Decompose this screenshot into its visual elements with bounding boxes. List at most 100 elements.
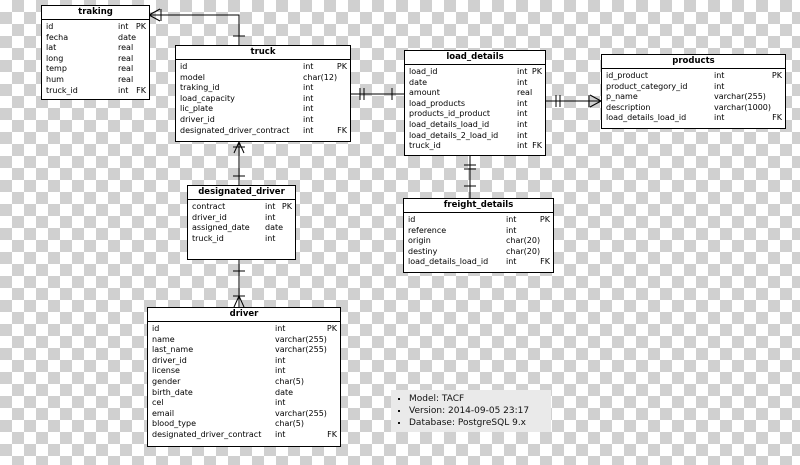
column-name: gender [152,376,181,386]
column-key: PK [135,22,146,31]
column-name: driver_id [192,212,227,222]
column-name: assigned_date [192,223,250,233]
column-name: cel [152,398,164,408]
column-name: license [152,366,180,376]
column-type: char(20) [506,246,541,256]
crowfoot-marker [148,14,161,22]
column-type: int [275,355,286,365]
column-name: product_category_id [606,81,688,91]
column-type: char(5) [275,376,304,386]
column-type: int [265,233,276,243]
legend-model: Model: TACF [409,393,551,405]
column-type: int [275,366,286,376]
table-title: freight_details [404,199,553,213]
column-key: PK [326,324,337,333]
column-name: driver_id [152,355,187,365]
column-type: char(12) [303,72,338,82]
column-name: designated_driver_contract [152,429,262,439]
column-name: id_product [606,71,649,80]
column-name: destiny [408,246,438,256]
column-row[interactable]: load_capacity int [180,94,347,105]
column-key: FK [327,429,337,439]
column-type: int [517,109,528,119]
column-type: real [118,53,134,63]
table-title: load_details [405,51,545,65]
column-name: date [409,77,428,87]
column-row[interactable]: driver_id int [152,356,337,367]
column-row[interactable]: license int [152,366,337,377]
column-name: designated_driver_contract [180,125,290,135]
column-name: load_capacity [180,93,235,103]
column-row[interactable]: origin char(20) [408,236,550,247]
column-type: int [506,225,517,235]
column-type: char(20) [506,236,541,246]
column-key: PK [539,215,550,224]
column-name: traking_id [180,83,220,93]
column-name: truck_id [192,233,224,243]
column-row[interactable]: gender char(5) [152,377,337,388]
column-type: int [118,85,129,95]
column-name: fecha [46,32,69,42]
column-name: id [152,324,160,333]
column-row[interactable]: truck_id int [192,234,292,245]
column-name: origin [408,236,431,246]
column-type: int [303,62,314,71]
column-row[interactable]: destiny char(20) [408,247,550,258]
table-title: products [602,55,785,69]
column-type: int [517,141,528,151]
column-type: int [303,93,314,103]
column-key: FK [540,257,550,267]
column-name: id [46,22,54,31]
